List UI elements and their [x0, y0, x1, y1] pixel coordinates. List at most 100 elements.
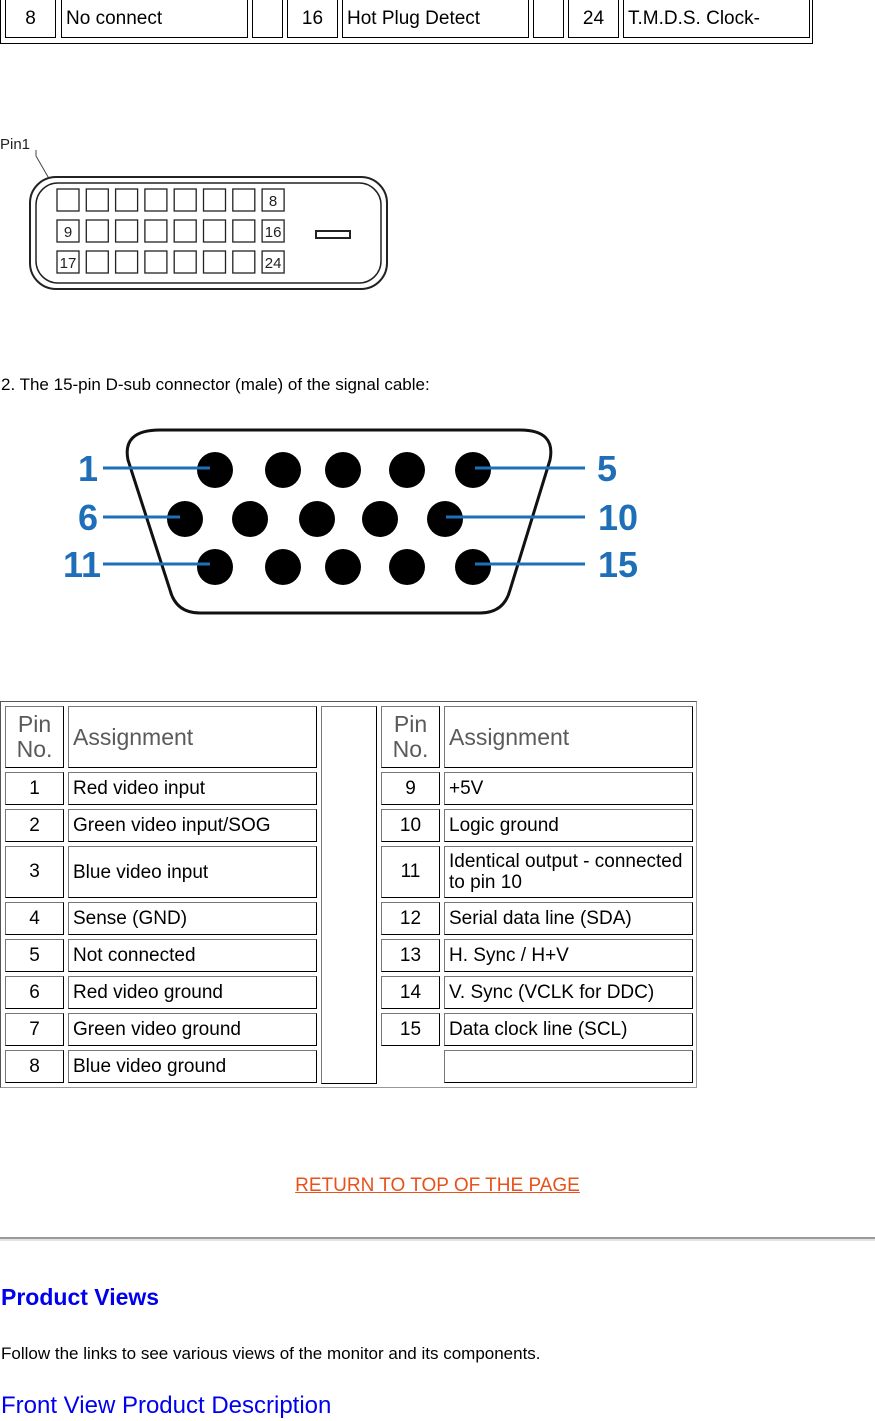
pin-number-cell: 12: [381, 902, 440, 935]
vga-pin: [325, 452, 361, 488]
dvi-pin: [56, 250, 80, 274]
dvi-pin: [85, 250, 109, 274]
vga-pin: [362, 501, 398, 537]
pin-assignment-cell: V. Sync (VCLK for DDC): [444, 976, 693, 1009]
dvi-pin: [202, 188, 227, 212]
dvi-pin: [232, 219, 256, 243]
dvi-pin: [56, 188, 80, 212]
pin-assignment-cell: Green video ground: [68, 1013, 317, 1046]
pin-assignment-cell: Logic ground: [444, 809, 693, 842]
pin-number-cell: 9: [381, 772, 440, 805]
dvi-pin-table: 8 No connect 16 Hot Plug Detect 24 T.M.D…: [0, 0, 813, 44]
dvi-pin-cell: 16: [287, 0, 338, 38]
dvi-pin: [144, 219, 168, 243]
vga-callout-label: 6: [78, 497, 98, 538]
vga-pin: [389, 549, 425, 585]
dvi-pin-label: 16: [265, 224, 282, 241]
header-pin-line2: No.: [392, 736, 429, 762]
pin-number-cell: 6: [5, 976, 64, 1009]
section-divider: [0, 1237, 875, 1241]
dvi-pin: [232, 188, 256, 212]
dvi-pin: [202, 250, 227, 274]
vga-callout-label: 15: [598, 544, 638, 585]
dvi-pin: [114, 219, 139, 243]
pin-assignment-cell: Sense (GND): [68, 902, 317, 935]
dvi-spacer-cell: [252, 0, 283, 38]
pin-assignment-cell: Blue video ground: [68, 1050, 317, 1083]
dvi-pin: [144, 250, 168, 274]
return-to-top-link[interactable]: RETURN TO TOP OF THE PAGE: [0, 1175, 875, 1197]
dvi-pin-cell: 24: [568, 0, 619, 38]
vga-pin-table: Pin No. Assignment Pin No. Assignment 1 …: [0, 701, 697, 1088]
dvi-connector-diagram: Pin1 8 9 16 17 24: [0, 136, 388, 290]
product-views-heading: Product Views: [1, 1284, 160, 1310]
vga-pin-grid: [167, 452, 491, 585]
dvi-pin-label: 9: [64, 224, 72, 241]
return-to-top-link-label[interactable]: RETURN TO TOP OF THE PAGE: [295, 1175, 580, 1196]
pin-number-cell: 11: [381, 846, 440, 898]
product-description-link[interactable]: Product Description: [121, 1392, 332, 1419]
dvi-pin: [56, 219, 80, 243]
pin-number-cell: 8: [5, 1050, 64, 1083]
vga-shell: [125, 428, 553, 615]
vga-caption: 2. The 15-pin D-sub connector (male) of …: [1, 375, 430, 394]
header-pin-line2: No.: [16, 736, 53, 762]
pin-assignment-cell: Green video input/SOG: [68, 809, 317, 842]
dvi-pin-cell: 8: [5, 0, 56, 38]
vga-pin: [427, 501, 463, 537]
dvi-pin: [85, 219, 109, 243]
pin-number-cell: 5: [5, 939, 64, 972]
product-views-links: Front View Product Description: [1, 1392, 331, 1420]
dvi-pin: [114, 250, 139, 274]
header-pin-no: Pin No.: [381, 706, 440, 768]
dvi-spacer-cell: [533, 0, 564, 38]
pin-assignment-cell: Serial data line (SDA): [444, 902, 693, 935]
pin-assignment-cell: Red video ground: [68, 976, 317, 1009]
product-views-description: Follow the links to see various views of…: [1, 1344, 541, 1363]
pin-number-cell: 4: [5, 902, 64, 935]
vga-pin: [389, 452, 425, 488]
pin-assignment-cell: Not connected: [68, 939, 317, 972]
vga-pin: [197, 452, 233, 488]
dvi-pin-label: 24: [265, 255, 282, 272]
pin-assignment-cell: Data clock line (SCL): [444, 1013, 693, 1046]
dvi-assignment-cell: No connect: [61, 0, 248, 38]
dvi-pin: [232, 250, 256, 274]
pin-assignment-cell: H. Sync / H+V: [444, 939, 693, 972]
vga-pin: [325, 549, 361, 585]
vga-callout-label: 11: [63, 544, 101, 585]
dvi-pin: [85, 188, 109, 212]
header-pin-line1: Pin: [17, 711, 52, 737]
dvi-assignment-cell: Hot Plug Detect: [342, 0, 529, 38]
dvi-pin-label: 8: [269, 193, 277, 210]
vga-pin: [197, 549, 233, 585]
pin-number-cell: 1: [5, 772, 64, 805]
pin-assignment-cell: +5V: [444, 772, 693, 805]
vga-callout-label: 1: [78, 448, 98, 489]
header-pin-no: Pin No.: [5, 706, 64, 768]
dvi-pin: [173, 250, 197, 274]
front-view-link[interactable]: Front View: [1, 1392, 116, 1419]
table-spacer-column: [321, 706, 377, 1084]
pin-number-cell: 10: [381, 809, 440, 842]
empty-assignment-cell: [444, 1050, 693, 1083]
pin1-label: Pin1: [0, 136, 30, 153]
dvi-pin-label: 17: [60, 255, 77, 272]
vga-callout-label: 5: [597, 448, 617, 489]
pin-number-cell: 13: [381, 939, 440, 972]
dvi-pin: [202, 219, 227, 243]
dvi-pin: [261, 250, 285, 274]
header-assignment: Assignment: [444, 706, 693, 768]
dvi-pin: [261, 188, 285, 212]
pin-assignment-cell: Identical output - connected to pin 10: [444, 846, 693, 898]
dvi-flat-blade: [315, 230, 351, 239]
pin-number-cell: 15: [381, 1013, 440, 1046]
dvi-pin: [114, 188, 139, 212]
dvi-pin: [144, 188, 168, 212]
header-assignment: Assignment: [68, 706, 317, 768]
vga-pin: [265, 452, 301, 488]
vga-callout-label: 10: [598, 497, 638, 538]
vga-pin: [299, 501, 335, 537]
